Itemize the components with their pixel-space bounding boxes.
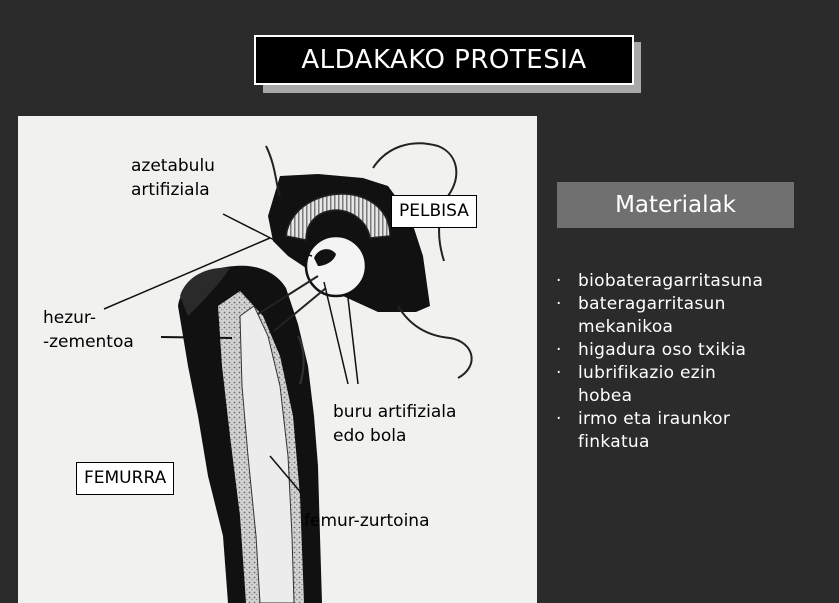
label-pelvis: PELBISA xyxy=(391,195,477,228)
artificial-head xyxy=(306,236,366,296)
material-line: hobea xyxy=(578,385,825,408)
bullet: · xyxy=(556,293,562,316)
list-item: · lubrifikazio ezin hobea xyxy=(555,362,825,408)
material-line: bateragarritasun xyxy=(578,293,825,316)
label-acetabulum-line2: artifiziala xyxy=(131,178,215,202)
list-item: · bateragarritasun mekanikoa xyxy=(555,293,825,339)
material-line: lubrifikazio ezin xyxy=(578,362,825,385)
list-item: · biobateragarritasuna xyxy=(555,270,825,293)
label-head-line1: buru artifiziala xyxy=(333,400,456,424)
material-line: mekanikoa xyxy=(578,316,825,339)
bullet: · xyxy=(556,362,562,385)
material-line: higadura oso txikia xyxy=(578,339,825,362)
label-head-line2: edo bola xyxy=(333,424,456,448)
list-item: · higadura oso txikia xyxy=(555,339,825,362)
label-cement: hezur- -zementoa xyxy=(43,306,134,354)
slide-title: ALDAKAKO PROTESIA xyxy=(254,35,634,85)
hip-prosthesis-diagram xyxy=(18,116,537,603)
label-cement-line1: hezur- xyxy=(43,306,134,330)
label-femoral-stem: femur-zurtoina xyxy=(304,509,429,533)
bullet: · xyxy=(556,339,562,362)
label-acetabulum: azetabulu artifiziala xyxy=(131,154,215,202)
label-cement-line2: -zementoa xyxy=(43,330,134,354)
label-artificial-head: buru artifiziala edo bola xyxy=(333,400,456,448)
material-line: biobateragarritasuna xyxy=(578,270,825,293)
bullet: · xyxy=(556,270,562,293)
list-item: · irmo eta iraunkor finkatua xyxy=(555,408,825,454)
material-line: irmo eta iraunkor xyxy=(578,408,825,431)
materials-header: Materialak xyxy=(557,182,794,228)
pointer-cement xyxy=(161,337,232,338)
label-femur: FEMURRA xyxy=(76,462,174,495)
material-line: finkatua xyxy=(578,431,825,454)
label-acetabulum-line1: azetabulu xyxy=(131,154,215,178)
bullet: · xyxy=(556,408,562,431)
materials-list: · biobateragarritasuna · bateragarritasu… xyxy=(555,270,825,454)
